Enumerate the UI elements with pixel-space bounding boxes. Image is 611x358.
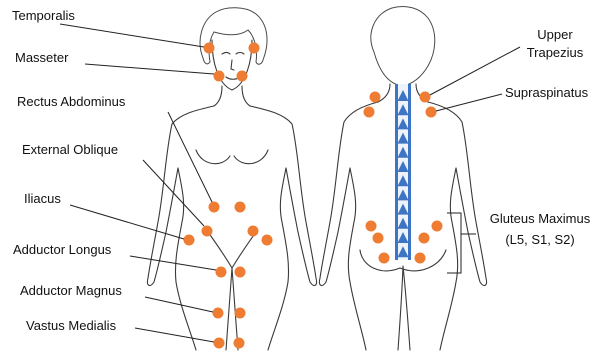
adductor-longus-leader bbox=[130, 256, 216, 270]
gluteus-dot-3 bbox=[373, 233, 384, 244]
masseter-leader bbox=[85, 64, 214, 74]
masseter-right-dot bbox=[237, 71, 248, 82]
adductor-magnus-leader bbox=[145, 297, 213, 312]
vastus-medialis-label: Vastus Medialis bbox=[26, 318, 117, 333]
iliacus-label: Iliacus bbox=[24, 191, 61, 206]
supraspinatus-right-dot bbox=[426, 107, 437, 118]
supraspinatus-left-dot bbox=[364, 107, 375, 118]
upper-trapezius-label-line1: Upper bbox=[537, 27, 573, 42]
front-face bbox=[212, 40, 252, 90]
adductor-magnus-left-dot bbox=[213, 308, 224, 319]
gluteus-dot-2 bbox=[432, 221, 443, 232]
trapezius-right-dot bbox=[420, 92, 431, 103]
labels: Temporalis Masseter Rectus Abdominus Ext… bbox=[12, 8, 591, 333]
upper-trapezius-label-line2: Trapezius bbox=[527, 45, 584, 60]
temporalis-leader bbox=[60, 24, 204, 47]
front-right-arm bbox=[250, 106, 317, 285]
oblique-leader bbox=[143, 160, 204, 226]
rectus-abdominus-label: Rectus Abdominus bbox=[17, 94, 126, 109]
vastus-leader bbox=[135, 328, 214, 342]
front-hair bbox=[200, 8, 267, 64]
trapezius-left-dot bbox=[370, 92, 381, 103]
rectus-left-dot bbox=[209, 202, 220, 213]
supraspinatus-leader bbox=[436, 94, 502, 111]
oblique-right-dot bbox=[248, 226, 259, 237]
adductor-longus-right-dot bbox=[235, 267, 246, 278]
gluteus-maximus-label-line1: Gluteus Maximus bbox=[490, 211, 591, 226]
vastus-right-dot bbox=[234, 338, 245, 349]
temporalis-label: Temporalis bbox=[12, 8, 75, 23]
gluteus-maximus-label-line2: (L5, S1, S2) bbox=[505, 232, 574, 247]
rectus-right-dot bbox=[235, 202, 246, 213]
leader-lines bbox=[60, 24, 520, 342]
iliacus-leader bbox=[70, 205, 184, 239]
temporalis-right-dot bbox=[249, 43, 260, 54]
external-oblique-label: External Oblique bbox=[22, 142, 118, 157]
front-body-figure bbox=[147, 8, 316, 350]
oblique-left-dot bbox=[202, 226, 213, 237]
front-left-arm bbox=[147, 106, 214, 285]
temporalis-left-dot bbox=[204, 43, 215, 54]
vastus-left-dot bbox=[214, 338, 225, 349]
gluteus-bracket bbox=[447, 213, 461, 273]
iliacus-left-dot bbox=[184, 235, 195, 246]
back-hair bbox=[371, 6, 435, 86]
gluteus-dot-1 bbox=[366, 221, 377, 232]
iliacus-right-dot bbox=[262, 235, 273, 246]
adductor-longus-label: Adductor Longus bbox=[13, 242, 112, 257]
adductor-magnus-right-dot bbox=[235, 308, 246, 319]
adductor-magnus-label: Adductor Magnus bbox=[20, 283, 122, 298]
adductor-longus-left-dot bbox=[216, 267, 227, 278]
gluteus-dot-6 bbox=[415, 253, 426, 264]
gluteus-dot-4 bbox=[419, 233, 430, 244]
supraspinatus-label: Supraspinatus bbox=[505, 85, 589, 100]
gluteus-dot-5 bbox=[379, 253, 390, 264]
masseter-left-dot bbox=[214, 71, 225, 82]
masseter-label: Masseter bbox=[15, 50, 69, 65]
